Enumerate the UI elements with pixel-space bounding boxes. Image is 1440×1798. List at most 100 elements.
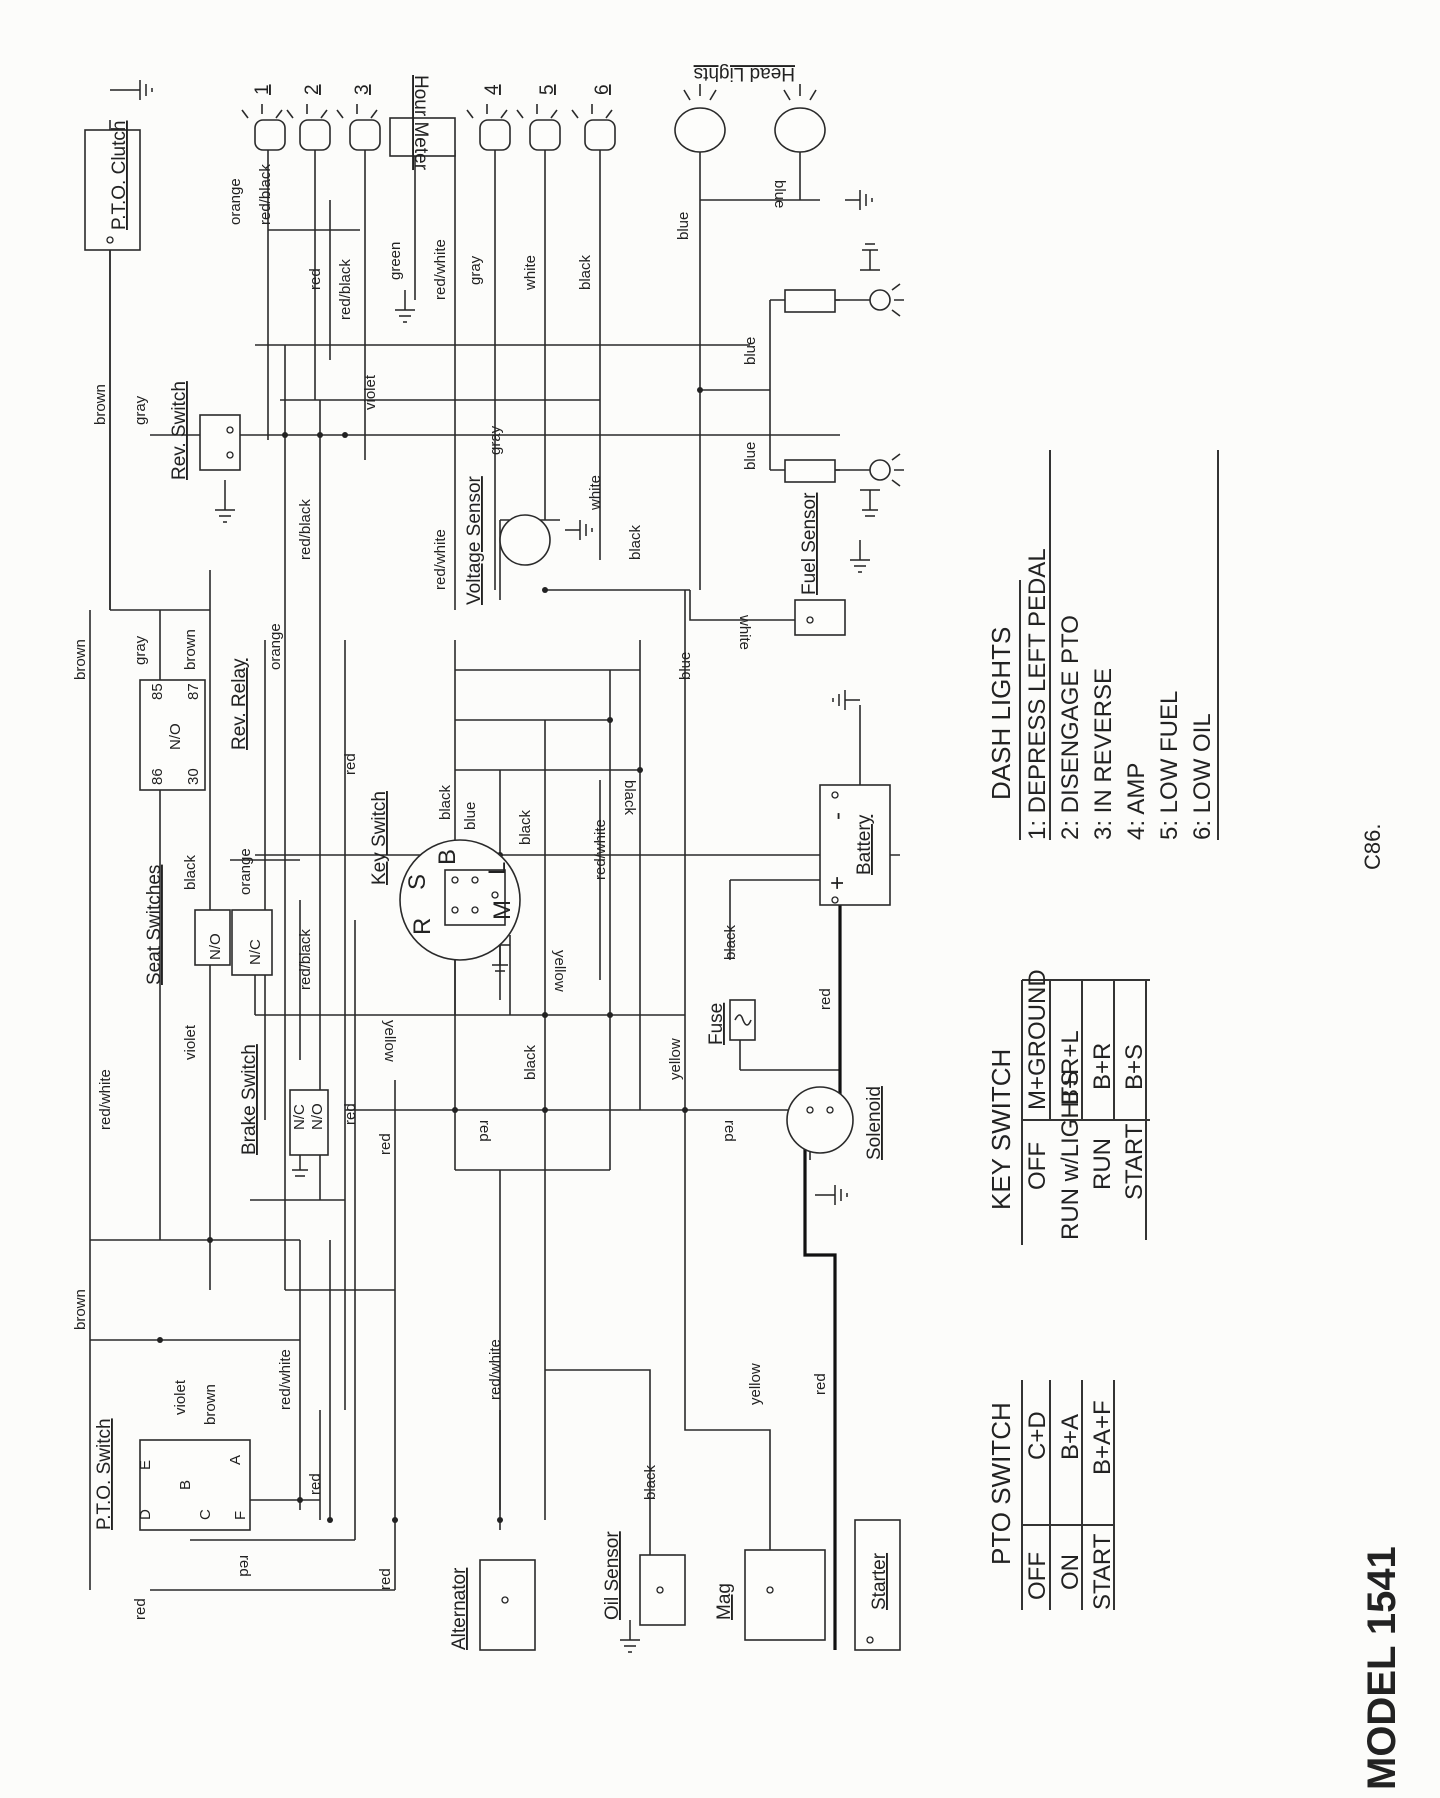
wire-label-white: white xyxy=(736,614,753,650)
label-pto-b: B xyxy=(177,1480,194,1490)
solenoid-body xyxy=(786,1086,854,1154)
alternator-box xyxy=(479,1559,536,1651)
dash-lights-row: 6: LOW OIL xyxy=(1189,713,1216,840)
key-switch-contacts: B+R+L xyxy=(1057,1030,1084,1105)
dash-lights-table: DASH LIGHTS 1: DEPRESS LEFT PEDAL 2: DIS… xyxy=(986,450,1219,840)
dash-lights-row: 3: IN REVERSE xyxy=(1090,668,1117,840)
wire-label-green: green xyxy=(387,242,404,280)
label-fuse: Fuse xyxy=(706,1003,727,1045)
key-switch-mode: START xyxy=(1121,1123,1148,1200)
wire-label-gray: gray xyxy=(132,395,149,425)
wire-label-blue: blue xyxy=(742,442,759,470)
wire-label-red: red xyxy=(132,1598,149,1620)
label-seat-nc: N/C xyxy=(247,939,264,965)
label-battery: Battery xyxy=(854,814,875,875)
starter-box xyxy=(854,1519,901,1651)
wire-label-blue: blue xyxy=(675,212,692,240)
dash-light-number-4: 4 xyxy=(482,84,503,95)
key-switch-mode: RUN w/LIGHTS xyxy=(1057,1071,1084,1240)
label-key-switch: Key Switch xyxy=(369,791,390,885)
label-relay-no: N/O xyxy=(167,723,184,750)
wire-label-red-white: red/white xyxy=(432,239,449,300)
key-switch-table: KEY SWITCH OFF M+GROUND RUN w/LIGHTS B+R… xyxy=(986,969,1150,1245)
wire-label-red-white: red/white xyxy=(432,529,449,590)
wire-label-blue: blue xyxy=(742,337,759,365)
wire-label-red-white: red/white xyxy=(592,819,609,880)
wire-label-violet: violet xyxy=(362,374,379,410)
seat-switch-no-box xyxy=(194,909,231,966)
label-key-r: R xyxy=(409,918,436,935)
wire-label-black: black xyxy=(577,254,594,290)
terminal-pins xyxy=(106,236,874,1644)
battery-box xyxy=(819,784,891,906)
pto-switch-contacts: B+A+F xyxy=(1089,1400,1116,1475)
wire-label-black: black xyxy=(642,1464,659,1500)
dash-lamps xyxy=(241,104,616,151)
wire-label-red-white: red/white xyxy=(487,1339,504,1400)
wire-label-white: white xyxy=(587,475,604,511)
key-switch-contacts: M+GROUND xyxy=(1024,969,1051,1110)
dash-light-number-2: 2 xyxy=(302,84,323,95)
voltage-sensor-body xyxy=(499,514,551,566)
pto-switch-title: PTO SWITCH xyxy=(986,1402,1016,1565)
label-pto-f: F xyxy=(232,1511,249,1520)
wire-label-orange: orange xyxy=(267,623,284,670)
key-switch-mode: OFF xyxy=(1024,1142,1051,1190)
dash-lights-row: 1: DEPRESS LEFT PEDAL xyxy=(1024,548,1051,840)
dash-light-number-1: 1 xyxy=(252,84,273,95)
wire-label-yellow: yellow xyxy=(747,1363,764,1405)
dash-light-number-3: 3 xyxy=(352,84,373,95)
label-relay-30: 30 xyxy=(185,768,202,785)
label-pto-d: D xyxy=(137,1509,154,1520)
wire-label-red: red xyxy=(307,1473,324,1495)
label-brake-switch: Brake Switch xyxy=(239,1044,260,1155)
pto-switch-mode: ON xyxy=(1057,1554,1084,1590)
wire-color-labels: brown gray brown gray brown orange orang… xyxy=(72,164,834,1620)
pto-switch-mode: OFF xyxy=(1024,1552,1051,1600)
rev-relay-box xyxy=(139,679,206,791)
label-pto-c: C xyxy=(197,1509,214,1520)
fuel-sensor-box xyxy=(794,599,846,636)
wire-label-red-black: red/black xyxy=(297,499,314,560)
wire-label-orange: orange xyxy=(237,848,254,895)
wire-junctions xyxy=(157,387,703,1523)
wire-label-red: red xyxy=(342,1103,359,1125)
wire-label-red: red xyxy=(377,1133,394,1155)
wire-label-red: red xyxy=(817,988,834,1010)
wire-label-red: red xyxy=(721,1120,738,1142)
pto-clutch-box xyxy=(84,129,141,251)
dash-light-number-6: 6 xyxy=(592,84,613,95)
ref-code: C86. xyxy=(1360,824,1385,870)
label-battery-plus: + xyxy=(824,876,851,890)
pto-switch-mode: START xyxy=(1089,1533,1116,1610)
wire-label-black: black xyxy=(621,780,638,816)
label-pto-clutch: P.T.O. Clutch xyxy=(109,121,130,230)
seat-switch-nc-box xyxy=(231,909,273,976)
wire-label-brown: brown xyxy=(72,639,89,680)
wire-label-black: black xyxy=(627,524,644,560)
pto-switch-contacts: B+A xyxy=(1057,1414,1084,1460)
label-battery-minus: - xyxy=(824,812,851,820)
label-brake-no: N/O xyxy=(309,1103,326,1130)
label-brake-nc: N/C xyxy=(291,1104,308,1130)
wire-label-black: black xyxy=(182,854,199,890)
label-key-b: B xyxy=(434,849,461,865)
wire-label-red: red xyxy=(307,268,324,290)
label-key-s: S xyxy=(404,874,431,890)
label-mag: Mag xyxy=(714,1583,735,1620)
hour-meter-box xyxy=(389,117,456,157)
wire-label-yellow: yellow xyxy=(381,1020,398,1062)
wire-label-gray: gray xyxy=(467,255,484,285)
label-relay-85: 85 xyxy=(149,683,166,700)
wire-label-black: black xyxy=(722,924,739,960)
wire-label-red-black: red/black xyxy=(297,929,314,990)
label-head-lights: Head Lights xyxy=(694,63,795,84)
label-voltage-sensor: Voltage Sensor xyxy=(464,475,485,605)
wire-label-red: red xyxy=(812,1373,829,1395)
label-seat-no: N/O xyxy=(207,933,224,960)
label-seat-switches: Seat Switches xyxy=(144,865,165,985)
wire-label-orange: orange xyxy=(227,178,244,225)
dash-lights-title: DASH LIGHTS xyxy=(986,627,1016,800)
